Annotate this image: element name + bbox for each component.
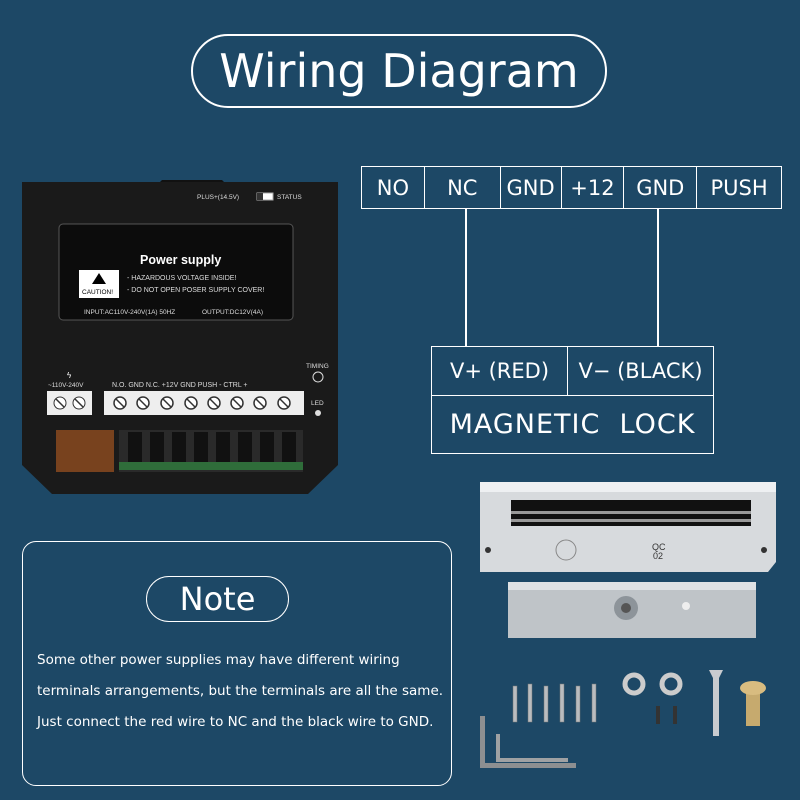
terminal-push: PUSH: [710, 175, 768, 200]
note-title: Note: [146, 576, 289, 622]
lightning-icon: ϟ: [67, 371, 72, 380]
plus-label: PLUS+(14.5V): [197, 194, 239, 201]
terminal-nc: NC: [425, 167, 501, 208]
terminal-gnd-1: GND: [501, 167, 562, 208]
black-wire-line: [657, 209, 659, 347]
status-label: STATUS: [277, 194, 302, 201]
lock-mark-1: QC: [652, 542, 666, 552]
note-line-1: Some other power supplies may have diffe…: [37, 652, 400, 668]
lock-negative: V− (BLACK): [578, 359, 703, 383]
output-spec: OUTPUT:DC12V(4A): [202, 309, 263, 316]
lock-mark-2: 02: [653, 551, 663, 561]
note-line-2: terminals arrangements, but the terminal…: [37, 683, 444, 699]
warning-2: - DO NOT OPEN POSER SUPPLY COVER!: [127, 287, 264, 294]
terminal-gnd-2: GND: [624, 167, 698, 208]
timing-label: TIMING: [306, 363, 329, 370]
terminal-labels: N.O. GND N.C. +12V GND PUSH - CTRL +: [112, 382, 248, 389]
red-wire-line: [465, 209, 467, 347]
terminal-12v: +12: [562, 167, 625, 208]
note-box: Note Some other power supplies may have …: [22, 541, 452, 786]
power-supply-image: PLUS+(14.5V) STATUS Power supply CAUTION…: [22, 180, 338, 494]
magnetic-lock-image: QC 02: [480, 482, 776, 768]
title-pill: Wiring Diagram: [191, 34, 607, 108]
terminal-table: NO NC GND +12 GND PUSH: [361, 166, 782, 209]
lock-table: V+ (RED) V− (BLACK) MAGNETIC LOCK: [431, 346, 714, 454]
page-title: Wiring Diagram: [219, 44, 579, 98]
lock-positive: V+ (RED): [432, 347, 568, 395]
psu-title: Power supply: [140, 253, 221, 267]
warning-1: - HAZARDOUS VOLTAGE INSIDE!: [127, 275, 236, 282]
note-line-3: Just connect the red wire to NC and the …: [37, 714, 434, 730]
caution-label: CAUTION!: [82, 289, 113, 296]
lock-name: MAGNETIC LOCK: [449, 409, 696, 440]
led-label: LED: [311, 400, 324, 407]
terminal-no: NO: [362, 167, 425, 208]
ac-label: ~110V-240V: [48, 382, 84, 389]
input-spec: INPUT:AC110V-240V(1A) 50HZ: [84, 309, 175, 316]
